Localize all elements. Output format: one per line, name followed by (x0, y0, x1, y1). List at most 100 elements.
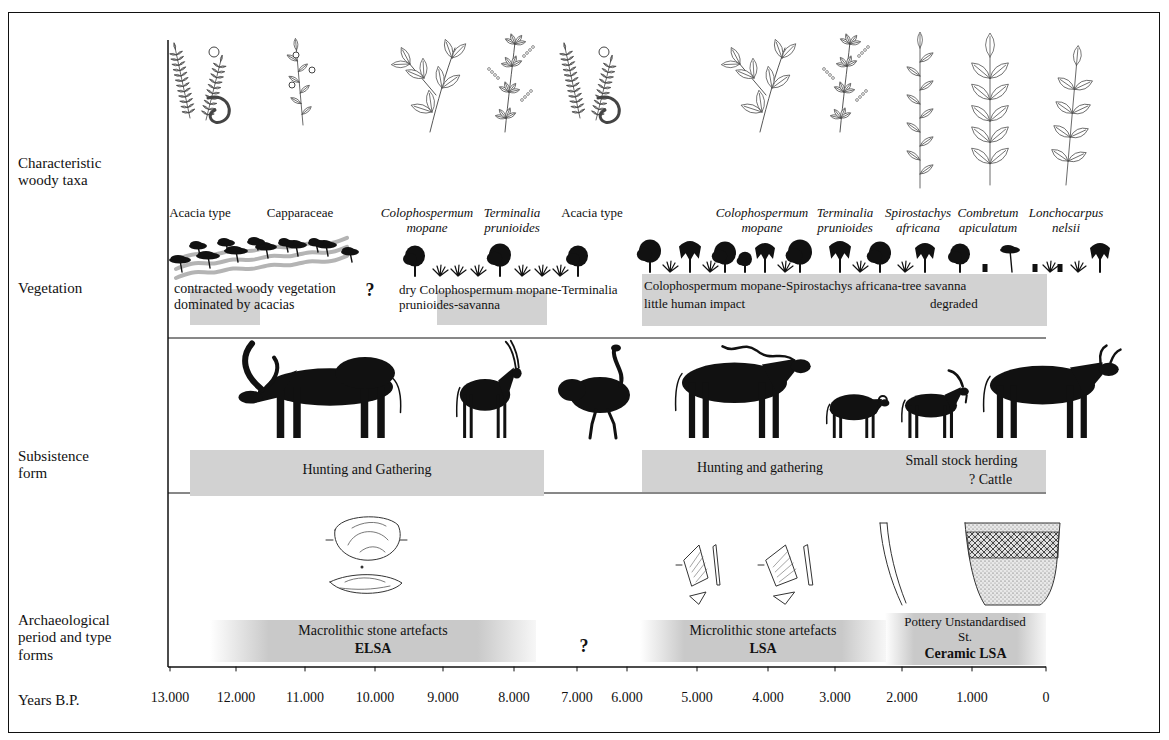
grass-tuft (778, 261, 793, 272)
goat-silhouette (959, 388, 969, 396)
kudu-silhouette (689, 383, 695, 438)
acacia-tree (248, 237, 260, 243)
axis-label: 11.000 (277, 690, 333, 706)
axis-tick (1046, 667, 1047, 671)
tree (829, 241, 851, 261)
flower-spike (526, 52, 529, 55)
leaf-drawing (566, 84, 573, 87)
microlith-drawing (713, 545, 720, 585)
tree (487, 252, 502, 265)
sheep-silhouette (830, 394, 878, 420)
microlith-drawing (804, 545, 813, 585)
leaf-drawing (987, 59, 1011, 81)
band-text: Small stock herding (879, 453, 1044, 469)
band-text: Hunting and gathering (644, 460, 876, 476)
leaf-drawing (301, 105, 313, 116)
macrolith-drawing (330, 575, 402, 594)
sheep-horn (879, 396, 887, 404)
leaf-drawing (175, 79, 182, 82)
grass-tuft (433, 265, 448, 276)
axis-label: 12.000 (208, 690, 264, 706)
leaf-drawing (176, 50, 183, 55)
leaf-drawing (201, 110, 208, 116)
flower-spike (523, 55, 526, 58)
seed-pod (598, 97, 619, 123)
leaf-drawing (905, 149, 921, 162)
flower-spike (832, 77, 835, 80)
flower-head (599, 47, 609, 57)
ostrich-silhouette (611, 345, 621, 352)
buffalo-silhouette (293, 387, 301, 438)
contracted-vegetation-contour (176, 238, 347, 260)
leaf-drawing (178, 95, 185, 98)
tree (566, 253, 580, 265)
goat-beard (966, 395, 967, 402)
leaf-drawing (987, 102, 1011, 124)
leaf-drawing (568, 61, 575, 66)
leaf-drawing (850, 40, 862, 46)
axis-label: 9.000 (415, 690, 471, 706)
tree (679, 241, 701, 261)
flower-spike (524, 96, 527, 99)
cattle-silhouette (1099, 363, 1119, 376)
leaf-drawing (208, 84, 215, 90)
leaf-drawing (569, 66, 576, 71)
axis-tick (768, 667, 769, 671)
leaf-drawing (570, 100, 577, 103)
leaf-drawing (844, 88, 856, 94)
taxon-name: Lonchocarpus nelsii (1024, 206, 1109, 236)
taxon-name: Colophospermum mopane (712, 206, 812, 236)
leaf-drawing (840, 111, 852, 120)
acacia-tree (342, 247, 354, 253)
flower-head (209, 47, 219, 57)
acacia-tree (218, 238, 230, 244)
flower-spike (532, 46, 535, 49)
leaf-drawing (770, 72, 793, 91)
buffalo-silhouette (239, 391, 263, 404)
row-title: Subsistence form (18, 448, 108, 483)
ostrich-silhouette (614, 350, 622, 386)
leaf-drawing (1073, 77, 1095, 93)
leaf-drawing (905, 93, 921, 106)
leaf-drawing (987, 81, 1011, 103)
leaf-drawing (969, 59, 993, 81)
leaf-drawing (564, 74, 571, 77)
cattle-silhouette (1067, 385, 1073, 438)
tree (867, 250, 882, 263)
leaf-drawing (216, 76, 223, 79)
leaf-drawing (905, 65, 921, 78)
acacia-tree (190, 241, 202, 247)
leaf-drawing (603, 62, 610, 68)
grass-tuft (451, 265, 466, 276)
leaf-drawing (213, 62, 220, 68)
kudu-silhouette (676, 374, 682, 411)
section-mark (758, 565, 764, 566)
band-text: little human impact (644, 297, 745, 312)
leaf-drawing (573, 82, 580, 87)
leaf-drawing (969, 81, 993, 103)
leaf-drawing (172, 63, 179, 66)
leaf-drawing (987, 145, 1011, 167)
leaf-drawing (604, 87, 611, 90)
leaf-drawing (209, 78, 216, 84)
row-separator (168, 338, 1046, 339)
leaf-drawing (609, 65, 616, 68)
leaf-drawing (173, 42, 176, 49)
microlith-drawing (690, 592, 706, 604)
leaf-drawing (610, 55, 614, 62)
flower-spike (494, 74, 497, 77)
leaf-drawing (293, 38, 298, 50)
cattle-silhouette (984, 376, 990, 411)
flower-spike (829, 74, 832, 77)
flower-spike (859, 96, 862, 99)
axis-tick (305, 667, 306, 671)
leaf-drawing (919, 79, 935, 92)
buffalo-silhouette (335, 357, 395, 389)
axis-tick (627, 667, 628, 671)
grass-tuft (703, 261, 718, 272)
acacia-tree (171, 255, 186, 261)
leaf-drawing (169, 53, 176, 56)
leaf-drawing (969, 123, 993, 145)
band-text: LSA (642, 641, 884, 657)
